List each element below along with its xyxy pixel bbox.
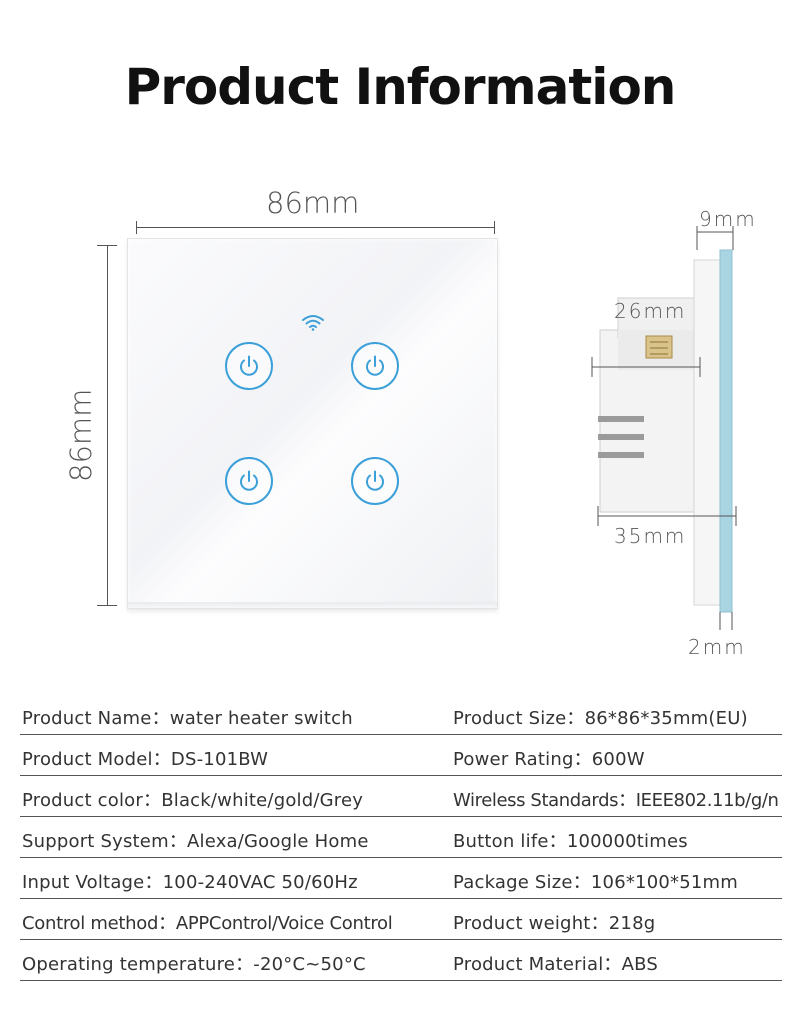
power-button-top-left[interactable] [225,342,273,390]
spec-value: 86*86*35mm(EU) [584,708,748,729]
spec-value: 100-240VAC 50/60Hz [162,872,358,893]
power-button-top-right[interactable] [351,342,399,390]
spec-label: Product Model [22,749,171,770]
glass-2mm-label: 2mm [688,635,746,659]
width-dimension-line [136,227,494,228]
spec-label: Product Size [453,708,585,729]
spec-value: 218g [608,913,656,934]
power-icon [240,355,258,376]
spec-row: Control methodAPPControl/Voice Control P… [20,899,782,940]
spec-label: Product color [22,790,161,811]
switch-front-panel [127,238,498,609]
spec-row: Operating temperature-20°C~50°C Product … [20,940,782,981]
spec-value: 100000times [566,831,688,852]
spec-row: Input Voltage100-240VAC 50/60Hz Package … [20,858,782,899]
spec-value: water heater switch [169,708,353,729]
depth-26mm-label: 26mm [614,299,687,323]
height-dimension-line [107,245,108,605]
spec-value: DS-101BW [170,749,269,770]
power-icon [366,355,384,376]
spec-row: Support SystemAlexa/Google Home Button l… [20,817,782,858]
height-dimension-tick-bottom [97,605,117,606]
spec-row: Product colorBlack/white/gold/Grey Wirel… [20,776,782,817]
spec-label: Control method [22,913,176,934]
spec-label: Package Size [453,872,591,893]
page-title: Product Information [124,58,677,116]
spec-label: Power Rating [453,749,592,770]
spec-value: APPControl/Voice Control [175,913,393,934]
spec-value: 600W [591,749,645,770]
switch-side-view [591,226,737,630]
power-icon [240,470,258,491]
spec-label: Operating temperature [22,954,253,975]
spec-value: -20°C~50°C [253,954,366,975]
spec-row: Product Namewater heater switch Product … [20,694,782,735]
power-icon [366,470,384,491]
wifi-icon [301,313,325,335]
width-dimension-tick-right [494,221,495,234]
spec-row: Product ModelDS-101BW Power Rating600W [20,735,782,776]
width-dimension-tick-left [136,221,137,234]
spec-value: 106*100*51mm [590,872,738,893]
height-dimension-tick-top [97,245,117,246]
glass-edge [719,249,733,613]
spec-label: Wireless Standards [453,790,636,811]
spec-label: Input Voltage [22,872,163,893]
spec-label: Product Name [22,708,170,729]
depth-9mm-label: 9mm [699,207,757,231]
spec-value: IEEE802.11b/g/n [635,790,779,811]
spec-label: Product Material [453,954,622,975]
spec-label: Product weight [453,913,609,934]
width-dimension-label: 86mm [266,186,360,220]
spec-value: ABS [621,954,658,975]
height-dimension-label: 86mm [64,388,98,482]
depth-35mm-label: 35mm [614,524,687,548]
power-button-bottom-right[interactable] [351,457,399,505]
power-button-bottom-left[interactable] [225,457,273,505]
spec-label: Button life [453,831,567,852]
spec-value: Alexa/Google Home [187,831,369,852]
spec-label: Support System [22,831,187,852]
switch-body [598,259,721,606]
spec-value: Black/white/gold/Grey [161,790,364,811]
